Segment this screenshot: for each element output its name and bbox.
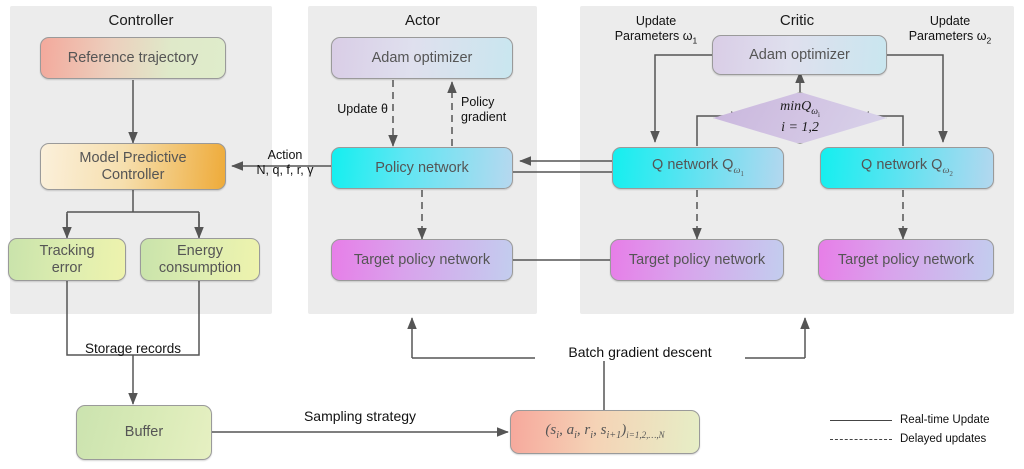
node-tracking-error[interactable]: Tracking error	[8, 238, 126, 281]
node-critic-target-policy-network-2[interactable]: Target policy network	[818, 239, 994, 281]
node-label: Q network Qω2	[861, 157, 953, 179]
node-label: Q network Qω1	[652, 157, 744, 179]
node-critic-adam-optimizer[interactable]: Adam optimizer	[712, 35, 887, 75]
node-label: Reference trajectory	[67, 49, 199, 66]
min-q-index: i = 1,2	[781, 120, 819, 136]
wire-critic-adam-to-q1	[650, 54, 714, 143]
legend-solid-line-icon	[830, 419, 892, 421]
node-q-network-2[interactable]: Q network Qω2	[820, 147, 994, 189]
node-label-line2: error	[51, 259, 83, 276]
label-update-theta: Update θ	[337, 102, 388, 116]
node-label: Adam optimizer	[749, 46, 850, 63]
legend-row-delayed: Delayed updates	[830, 433, 986, 445]
label-policy-gradient: Policy gradient	[461, 95, 533, 125]
node-sample-tuple[interactable]: (si, ai, ri, si+1)i=1,2,…,N	[510, 410, 700, 454]
label-update-parameters-w1: Update Parameters ω1	[614, 14, 698, 46]
node-energy-consumption[interactable]: Energy consumption	[140, 238, 260, 281]
label-action: Action N, q, f, r, γ	[240, 148, 330, 178]
node-label: Target policy network	[837, 251, 975, 268]
legend: Real-time Update Delayed updates	[830, 414, 1015, 454]
label-action-line1: Action	[267, 148, 303, 162]
node-label: Target policy network	[628, 251, 766, 268]
min-q-label: minQωi	[780, 99, 820, 119]
label-action-line2: N, q, f, r, γ	[256, 163, 314, 177]
node-label: Target policy network	[353, 251, 491, 268]
label-policy-gradient-line1: Policy	[461, 95, 495, 109]
node-label: Adam optimizer	[371, 49, 473, 66]
panel-title-critic: Critic	[779, 12, 815, 29]
node-label-line1: Tracking	[39, 242, 95, 259]
tuple-label: (si, ai, ri, si+1)i=1,2,…,N	[545, 422, 665, 442]
legend-dashed-line-icon	[830, 438, 892, 440]
node-label-line2: consumption	[158, 259, 242, 276]
node-buffer[interactable]: Buffer	[76, 405, 212, 460]
min-q-subscript: ωi	[811, 106, 820, 119]
node-label-line1: Model Predictive	[79, 149, 187, 166]
node-critic-target-policy-network-1[interactable]: Target policy network	[610, 239, 784, 281]
panel-title-controller: Controller	[108, 12, 174, 29]
node-label-line2: Controller	[101, 166, 165, 183]
label-update-parameters-w2: Update Parameters ω2	[908, 14, 992, 46]
wire-critic-adam-to-q2	[885, 54, 948, 143]
node-label: Buffer	[124, 424, 164, 441]
legend-label-realtime: Real-time Update	[900, 414, 990, 426]
legend-label-delayed: Delayed updates	[900, 433, 987, 445]
wire-bgd-bus	[412, 357, 805, 410]
q2-subscript: ω2	[942, 165, 953, 179]
wire-mpc-split	[66, 190, 200, 237]
label-batch-gradient-descent: Batch gradient descent	[535, 344, 745, 361]
diamond-text: minQωi i = 1,2	[713, 92, 887, 144]
legend-row-realtime: Real-time Update	[830, 414, 989, 426]
node-reference-trajectory[interactable]: Reference trajectory	[40, 37, 226, 79]
panel-title-actor: Actor	[404, 12, 440, 29]
node-label: Policy network	[375, 159, 469, 176]
node-actor-adam-optimizer[interactable]: Adam optimizer	[331, 37, 513, 79]
label-storage-records: Storage records	[84, 341, 182, 356]
node-policy-network[interactable]: Policy network	[331, 147, 513, 189]
label-policy-gradient-line2: gradient	[461, 110, 507, 124]
node-min-q[interactable]: minQωi i = 1,2	[713, 92, 887, 144]
node-label-line1: Energy	[177, 242, 223, 259]
q1-subscript: ω1	[733, 165, 744, 179]
label-sampling-strategy: Sampling strategy	[303, 408, 417, 424]
node-q-network-1[interactable]: Q network Qω1	[612, 147, 784, 189]
node-model-predictive-controller[interactable]: Model Predictive Controller	[40, 143, 226, 190]
node-actor-target-policy-network[interactable]: Target policy network	[331, 239, 513, 281]
